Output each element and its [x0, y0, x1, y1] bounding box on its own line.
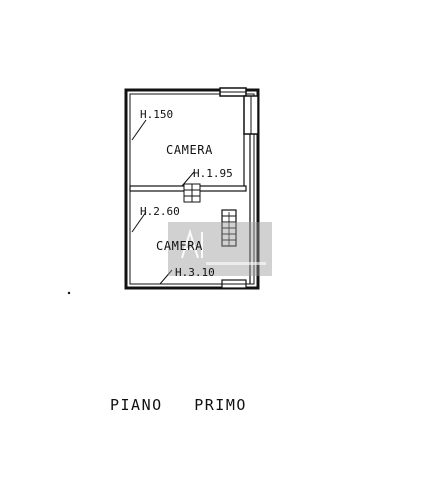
height-lower-left: H.2.60 [140, 205, 180, 218]
height-leaders [131, 119, 195, 285]
bottom-door [221, 279, 247, 289]
height-lower-bottom: H.3.10 [175, 266, 215, 279]
top-window [219, 87, 247, 97]
watermark [168, 222, 272, 276]
lower-room-label: CAMERA [156, 239, 203, 253]
height-upper-left: H.150 [140, 108, 173, 121]
right-wall-recess [243, 134, 251, 284]
stray-mark [67, 291, 71, 295]
stair-opening [183, 183, 201, 203]
upper-room-label: CAMERA [166, 143, 213, 157]
floor-title: PIANO PRIMO [110, 396, 247, 414]
right-window [243, 95, 259, 135]
staircase [221, 209, 237, 247]
agency-logo-icon [181, 228, 203, 259]
height-stair-landing: H.1.95 [193, 167, 233, 180]
